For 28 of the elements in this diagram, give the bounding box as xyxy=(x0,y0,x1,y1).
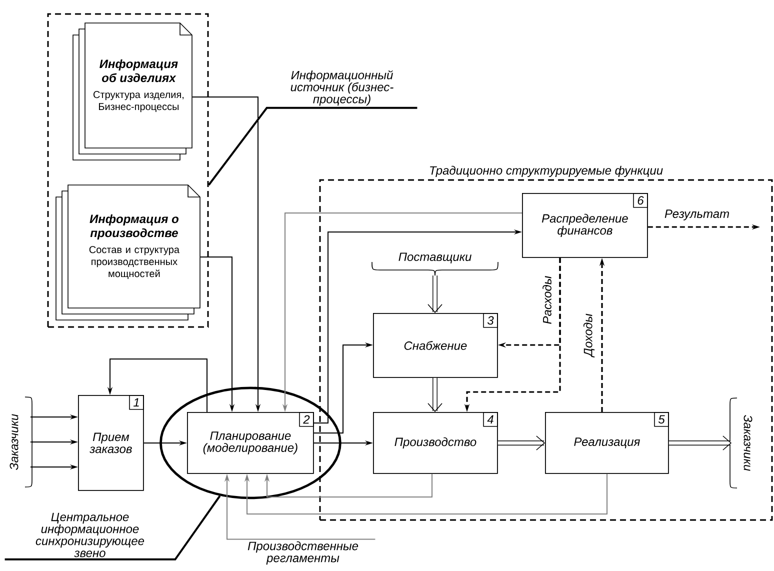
callout-label: Центральное информационное синхронизирующее звено xyxy=(36,512,144,558)
document-stack: Информация об изделиях Структура изделия, Бизнес-процессы xyxy=(72,22,192,160)
process-box: Распределение финансов 6 xyxy=(522,193,648,258)
edge-label: Результат xyxy=(662,208,732,222)
node-label: Традиционно структурируемые функции xyxy=(430,166,663,178)
callout-label: Производственные регламенты xyxy=(248,541,358,565)
document-stack: Информация о производстве Состав и структура производственных мощностей xyxy=(56,184,200,320)
highlight-ellipse xyxy=(160,386,342,500)
process-box: Прием заказов 1 xyxy=(78,395,144,491)
arrow xyxy=(264,473,432,498)
edge-label: Расходы xyxy=(541,274,553,326)
leader-line xyxy=(4,495,221,560)
process-box: Снабжение 3 xyxy=(373,313,498,378)
brace-label: Поставщики xyxy=(372,252,498,278)
leader-line xyxy=(208,106,418,186)
process-box: Производство 4 xyxy=(373,412,498,474)
double-arrow xyxy=(668,436,732,450)
double-arrow xyxy=(498,436,545,450)
brace-label: Заказчики xyxy=(728,398,752,488)
process-box: Реализация 5 xyxy=(545,412,669,474)
process-box: Планирование (моделирование) 2 xyxy=(187,412,314,474)
double-arrow xyxy=(428,378,442,412)
edge-label: Доходы xyxy=(582,312,596,358)
brace-label: Заказчики xyxy=(10,396,34,488)
dashed-frame xyxy=(47,13,209,328)
callout-label: Информационный источник (бизнес-процессы) xyxy=(290,70,394,106)
arrow xyxy=(244,473,608,514)
double-arrow xyxy=(428,276,442,313)
